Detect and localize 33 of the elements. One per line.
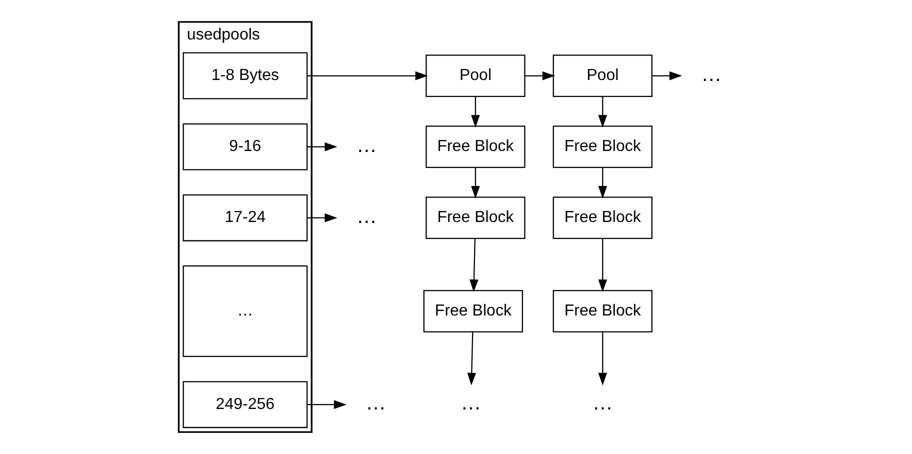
node-box: Free Block <box>426 126 526 168</box>
arrow <box>598 332 608 386</box>
arrow <box>598 96 608 128</box>
node-box: Free Block <box>552 196 652 240</box>
node-box: Pool <box>552 54 652 97</box>
arrow <box>598 238 608 292</box>
node-box: 17-24 <box>182 194 308 242</box>
arrow <box>307 142 338 152</box>
node-text: … <box>701 62 722 86</box>
arrow <box>470 238 478 292</box>
node-box: … <box>182 265 308 358</box>
arrow <box>467 332 476 386</box>
arrow <box>471 96 480 128</box>
node-text: … <box>366 392 386 415</box>
node-box: 249-256 <box>182 381 308 428</box>
node-text: … <box>592 392 613 415</box>
arrow <box>525 71 556 80</box>
node-box: Free Block <box>552 126 652 168</box>
node-box: Free Block <box>552 290 652 332</box>
arrow <box>471 167 480 199</box>
arrow <box>598 167 608 199</box>
node-text: … <box>356 204 377 228</box>
node-box: 9-16 <box>182 123 308 170</box>
node-box: 1-8 Bytes <box>182 52 308 100</box>
node-box: Pool <box>426 54 526 97</box>
node-text: … <box>356 134 377 157</box>
node-text: … <box>460 392 482 415</box>
node-box: Free Block <box>426 196 526 240</box>
arrow <box>652 71 682 80</box>
arrow <box>307 213 338 222</box>
arrow <box>307 71 428 80</box>
node-box: Free Block <box>423 290 524 332</box>
arrow <box>307 400 347 409</box>
